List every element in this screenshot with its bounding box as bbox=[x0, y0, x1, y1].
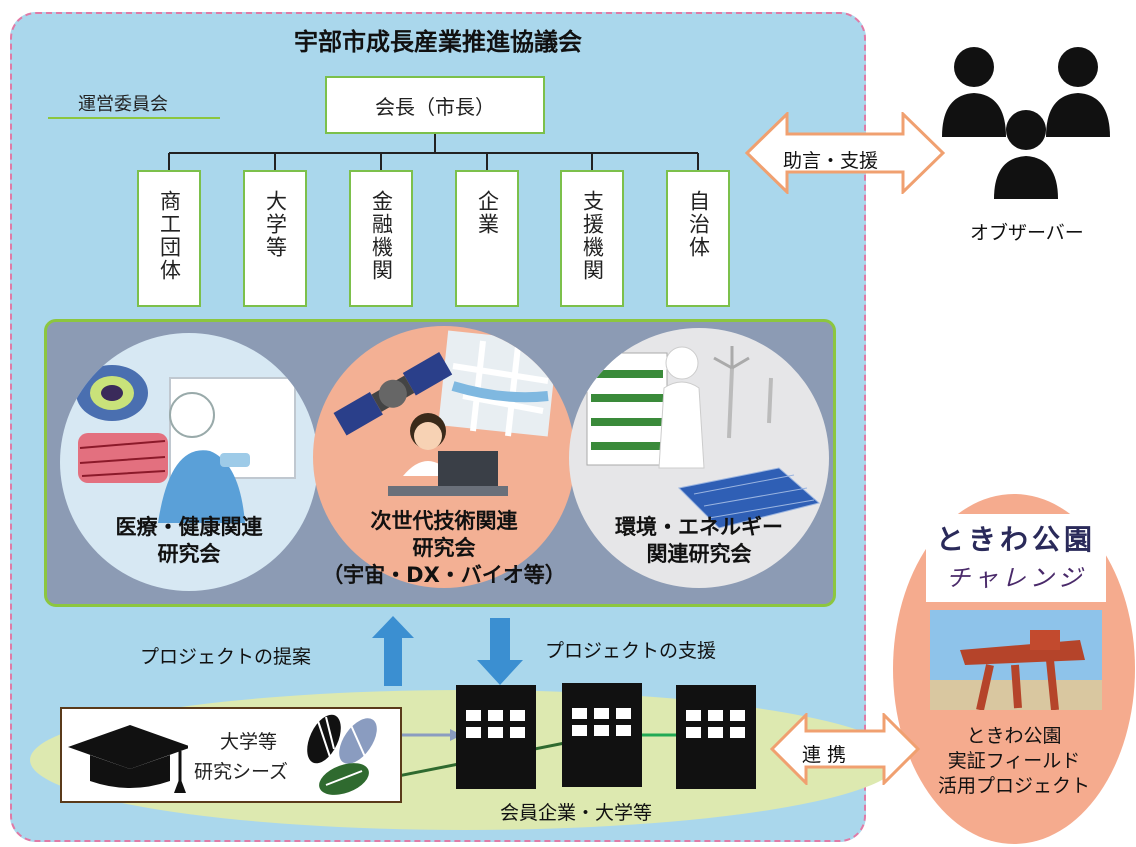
company-building-icon bbox=[562, 683, 642, 787]
nextgen-group-label-line1: 次世代技術関連 bbox=[370, 509, 518, 533]
park-photo bbox=[930, 610, 1102, 710]
nextgen-group-label: 次世代技術関連 研究会 （宇宙・DX・バイオ等） bbox=[313, 508, 575, 589]
diagram-title: 宇部市成長産業推進協議会 bbox=[294, 28, 582, 56]
nextgen-group-label-line3: （宇宙・DX・バイオ等） bbox=[322, 563, 566, 587]
advice-label: 助言・支援 bbox=[783, 150, 879, 172]
support-label: プロジェクトの支援 bbox=[545, 640, 717, 662]
link-double-arrow bbox=[770, 713, 920, 785]
nextgen-group-label-line2: 研究会 bbox=[412, 536, 476, 560]
nextgen-group-circle bbox=[313, 326, 575, 588]
member-box-university: 大学等 bbox=[243, 170, 307, 307]
seeds-icon bbox=[307, 714, 377, 795]
company-building-icon bbox=[676, 685, 756, 789]
chair-box: 会長（市長） bbox=[325, 76, 545, 134]
medical-group-label: 医療・健康関連 研究会 bbox=[60, 514, 318, 568]
proposal-label: プロジェクトの提案 bbox=[140, 646, 312, 668]
member-box-finance: 金融機関 bbox=[349, 170, 413, 307]
member-label: 大学等 bbox=[263, 190, 288, 259]
member-box-commerce: 商工団体 bbox=[137, 170, 201, 307]
member-label: 金融機関 bbox=[369, 190, 394, 282]
medical-illustration bbox=[76, 365, 296, 523]
park-caption-line1: ときわ公園 bbox=[966, 725, 1062, 747]
company-building-icon bbox=[456, 685, 536, 789]
park-caption-line3: 活用プロジェクト bbox=[937, 775, 1090, 797]
member-label: 自治体 bbox=[686, 190, 711, 259]
member-label: 商工団体 bbox=[157, 190, 182, 282]
observer-label: オブザーバー bbox=[970, 222, 1084, 244]
member-box-company: 企業 bbox=[455, 170, 519, 307]
park-logo-line1: ときわ公園 bbox=[935, 523, 1096, 556]
member-box-support: 支援機関 bbox=[560, 170, 624, 307]
park-caption-line2: 実証フィールド bbox=[947, 750, 1081, 772]
environment-group-label-line1: 環境・エネルギー bbox=[615, 515, 783, 539]
member-label: 企業 bbox=[475, 190, 500, 236]
chair-label: 会長（市長） bbox=[375, 94, 495, 119]
medical-group-label-line2: 研究会 bbox=[157, 542, 221, 566]
proposal-up-arrow bbox=[372, 616, 414, 686]
medical-group-circle bbox=[60, 333, 318, 591]
observers-icon bbox=[942, 47, 1110, 199]
members-label: 会員企業・大学等 bbox=[500, 802, 653, 824]
environment-illustration bbox=[586, 346, 821, 529]
research-seeds-box: 大学等 研究シーズ bbox=[60, 707, 402, 803]
member-label: 支援機関 bbox=[580, 190, 605, 282]
advice-double-arrow bbox=[745, 112, 945, 194]
committee-label: 運営委員会 bbox=[78, 94, 168, 115]
link-label: 連 携 bbox=[802, 744, 847, 766]
seeds-label-research: 研究シーズ bbox=[194, 761, 289, 783]
environment-group-circle bbox=[569, 328, 829, 588]
park-caption: ときわ公園 実証フィールド 活用プロジェクト bbox=[893, 724, 1135, 799]
graduation-cap-icon bbox=[68, 725, 188, 793]
member-box-municipality: 自治体 bbox=[666, 170, 730, 307]
medical-group-label-line1: 医療・健康関連 bbox=[115, 515, 263, 539]
environment-group-label: 環境・エネルギー 関連研究会 bbox=[569, 514, 829, 568]
seeds-label-univ: 大学等 bbox=[220, 731, 278, 753]
park-challenge-logo: ときわ公園 チャレンジ bbox=[926, 514, 1106, 602]
support-down-arrow bbox=[477, 618, 523, 685]
nextgen-illustration bbox=[333, 330, 558, 496]
environment-group-label-line2: 関連研究会 bbox=[646, 542, 752, 566]
park-logo-line2: チャレンジ bbox=[946, 564, 1086, 592]
committee-underline bbox=[48, 117, 220, 119]
